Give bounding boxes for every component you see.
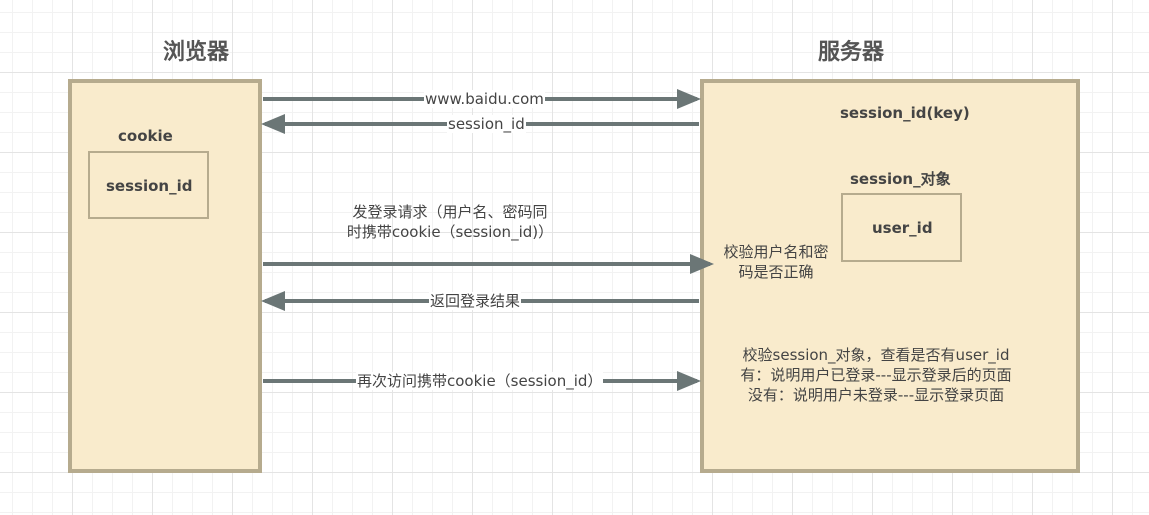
login-request-line: 时携带cookie（session_id)） — [346, 223, 554, 241]
cookie-label: cookie — [118, 127, 173, 145]
login-request-label: 发登录请求（用户名、密码同 时携带cookie（session_id)） — [340, 202, 560, 242]
browser-panel[interactable] — [68, 79, 262, 473]
verify-note-line: 码是否正确 — [738, 263, 814, 281]
login-result-label: 返回登录结果 — [429, 292, 522, 310]
verify-note-line: 校验用户名和密 — [723, 243, 829, 261]
revisit-label: 再次访问携带cookie（session_id） — [356, 372, 604, 390]
verify-note: 校验用户名和密 码是否正确 — [714, 242, 838, 282]
session-object-box[interactable] — [841, 193, 962, 262]
cookie-session-id: session_id — [106, 177, 193, 195]
session-check-note: 校验session_对象，查看是否有user_id 有：说明用户已登录---显示… — [716, 345, 1036, 405]
browser-title: 浏览器 — [163, 40, 230, 65]
login-request-line: 发登录请求（用户名、密码同 — [352, 203, 548, 221]
request-label: www.baidu.com — [424, 90, 545, 108]
server-panel[interactable] — [700, 79, 1080, 473]
cookie-box[interactable] — [88, 151, 209, 219]
user-id-value: user_id — [872, 219, 933, 237]
session-check-line: 有：说明用户已登录---显示登录后的页面 — [740, 366, 1012, 384]
response-label: session_id — [447, 115, 526, 133]
server-title: 服务器 — [818, 40, 885, 65]
session-key-label: session_id(key) — [840, 104, 970, 122]
session-check-line: 校验session_对象，查看是否有user_id — [742, 346, 1010, 364]
session-object-label: session_对象 — [850, 170, 951, 188]
session-check-line: 没有：说明用户未登录---显示登录页面 — [747, 386, 1005, 404]
